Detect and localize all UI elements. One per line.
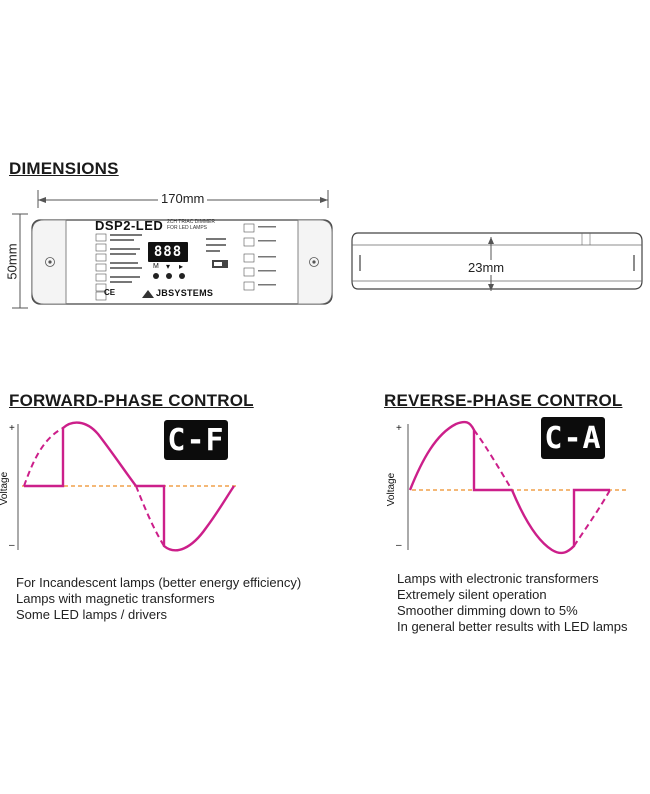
reverse-axis-label: Voltage <box>386 472 398 507</box>
reverse-mode-display: C-A <box>541 417 605 459</box>
forward-axis-plus: + <box>9 423 15 434</box>
forward-note-item: Lamps with magnetic transformers <box>16 591 215 606</box>
device-button-m-label: M <box>153 263 159 270</box>
device-subtitle-line2: FOR LED LAMPS <box>167 225 208 231</box>
forward-note-item: For Incandescent lamps (better energy ef… <box>16 575 302 590</box>
reverse-note-item: Smoother dimming down to 5% <box>397 603 578 618</box>
device-button-up-label: ▸ <box>179 262 184 271</box>
device-model: DSP2-LED <box>95 218 164 233</box>
device-button-down-label: ▾ <box>166 262 171 271</box>
device-display: 888 <box>153 244 183 260</box>
width-label: 170mm <box>158 191 208 206</box>
dimensions-title: DIMENSIONS <box>9 159 119 178</box>
reverse-notes: Lamps with electronic transformers Extre… <box>397 571 628 635</box>
device-front-view <box>31 219 333 305</box>
forward-notes: For Incandescent lamps (better energy ef… <box>16 575 301 623</box>
reverse-phase-waveform <box>407 420 628 555</box>
reverse-note-item: Extremely silent operation <box>397 587 547 602</box>
forward-axis-minus: – <box>9 540 15 551</box>
reverse-note-item: In general better results with LED lamps <box>397 619 628 634</box>
depth-label: 23mm <box>466 260 507 275</box>
forward-note-item: Some LED lamps / drivers <box>16 607 167 622</box>
forward-phase-title: FORWARD-PHASE CONTROL <box>9 391 254 410</box>
device-subtitle: 2CH TRIAC DIMMER FOR LED LAMPS <box>167 219 215 231</box>
brand-label: JBSYSTEMS <box>156 288 214 298</box>
forward-phase-waveform <box>17 421 236 552</box>
reverse-axis-plus: + <box>396 423 402 434</box>
reverse-note-item: Lamps with electronic transformers <box>397 571 599 586</box>
reverse-phase-title: REVERSE-PHASE CONTROL <box>384 391 623 410</box>
height-label: 50mm <box>4 241 20 282</box>
ce-mark: CE <box>104 288 116 297</box>
reverse-axis-minus: – <box>396 540 402 551</box>
height-dimension-line <box>12 213 28 309</box>
device-subtitle-line1: 2CH TRIAC DIMMER <box>167 219 215 225</box>
forward-mode-display: C-F <box>164 420 228 460</box>
forward-axis-label: Voltage <box>0 471 11 506</box>
